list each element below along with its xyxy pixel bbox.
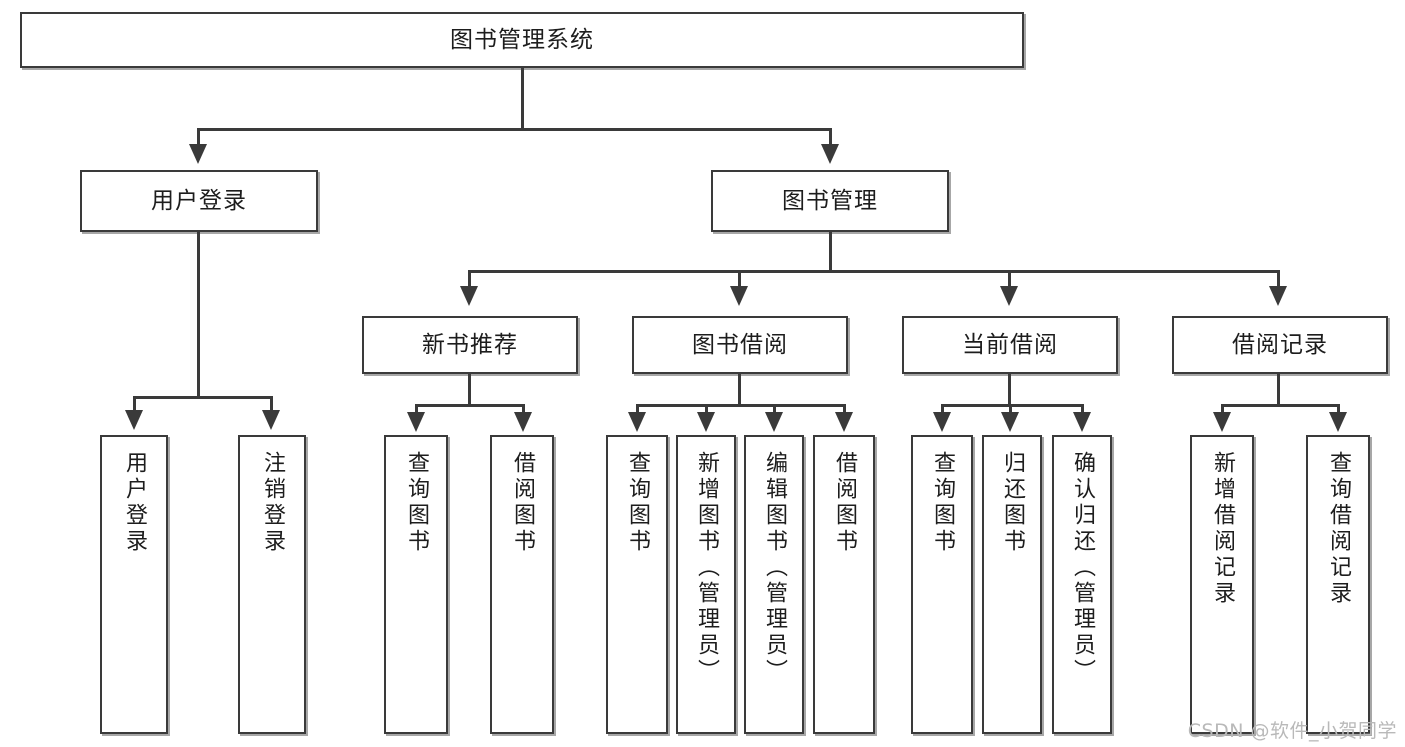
- node-current-borrow-label: 当前借阅: [962, 331, 1058, 358]
- node-leaf-query-book-3-label: 查询图书: [930, 451, 955, 555]
- node-root-label: 图书管理系统: [450, 26, 594, 53]
- connector-root-bar: [197, 128, 832, 131]
- connector-bb-drop-4: [843, 404, 846, 414]
- node-leaf-confirm-return-label: 确认归还（管理员）: [1070, 451, 1095, 685]
- node-leaf-user-login-label: 用户登录: [122, 451, 147, 555]
- connector-user-login-drop-1: [133, 396, 136, 412]
- arrowhead-book-borrow: [730, 286, 748, 306]
- arrowhead-borrow-record: [1269, 286, 1287, 306]
- arrowhead-new-book-recommend: [460, 286, 478, 306]
- node-leaf-query-book-3[interactable]: 查询图书: [911, 435, 973, 734]
- node-user-login[interactable]: 用户登录: [80, 170, 318, 232]
- node-leaf-user-login[interactable]: 用户登录: [100, 435, 168, 734]
- arrowhead-leaf-add-book: [697, 412, 715, 432]
- connector-bm-drop-3: [1008, 270, 1011, 288]
- connector-bb-stem: [738, 374, 741, 406]
- node-book-borrow[interactable]: 图书借阅: [632, 316, 848, 374]
- connector-bb-bar: [636, 404, 846, 407]
- node-leaf-query-record-label: 查询借阅记录: [1326, 451, 1351, 607]
- node-leaf-add-book[interactable]: 新增图书（管理员）: [676, 435, 736, 734]
- connector-book-management-bar: [468, 270, 1280, 273]
- node-leaf-confirm-return[interactable]: 确认归还（管理员）: [1052, 435, 1112, 734]
- connector-nbr-drop-1: [415, 404, 418, 414]
- connector-cb-drop-1: [941, 404, 944, 414]
- node-leaf-query-book-1-label: 查询图书: [404, 451, 429, 555]
- arrowhead-leaf-query-book-1: [407, 412, 425, 432]
- node-leaf-edit-book-label: 编辑图书（管理员）: [762, 451, 787, 685]
- node-leaf-add-record-label: 新增借阅记录: [1210, 451, 1235, 607]
- node-book-borrow-label: 图书借阅: [692, 331, 788, 358]
- node-leaf-logout-login-label: 注销登录: [260, 451, 285, 555]
- arrowhead-leaf-query-book-3: [933, 412, 951, 432]
- node-new-book-recommend-label: 新书推荐: [422, 331, 518, 358]
- connector-bb-drop-3: [773, 404, 776, 414]
- connector-bm-drop-2: [738, 270, 741, 288]
- connector-user-login-bar: [133, 396, 273, 399]
- connector-cb-bar: [941, 404, 1084, 407]
- arrowhead-leaf-borrow-book-2: [835, 412, 853, 432]
- connector-bb-drop-1: [636, 404, 639, 414]
- arrowhead-leaf-logout-login: [262, 410, 280, 430]
- node-leaf-edit-book[interactable]: 编辑图书（管理员）: [744, 435, 804, 734]
- node-borrow-record-label: 借阅记录: [1232, 331, 1328, 358]
- node-root[interactable]: 图书管理系统: [20, 12, 1024, 68]
- connector-user-login-drop-2: [270, 396, 273, 412]
- connector-nbr-stem: [468, 374, 471, 406]
- arrowhead-leaf-confirm-return: [1073, 412, 1091, 432]
- connector-user-login-stem: [197, 232, 200, 398]
- node-leaf-logout-login[interactable]: 注销登录: [238, 435, 306, 734]
- arrowhead-leaf-user-login: [125, 410, 143, 430]
- connector-root-to-user-login: [197, 128, 200, 146]
- node-book-management-label: 图书管理: [782, 187, 878, 214]
- node-leaf-query-book-2[interactable]: 查询图书: [606, 435, 668, 734]
- connector-root-stem: [521, 68, 524, 130]
- node-leaf-return-book[interactable]: 归还图书: [982, 435, 1042, 734]
- node-new-book-recommend[interactable]: 新书推荐: [362, 316, 578, 374]
- node-leaf-borrow-book-1[interactable]: 借阅图书: [490, 435, 554, 734]
- node-leaf-borrow-book-2[interactable]: 借阅图书: [813, 435, 875, 734]
- connector-br-drop-1: [1221, 404, 1224, 414]
- node-leaf-add-book-label: 新增图书（管理员）: [694, 451, 719, 685]
- node-leaf-borrow-book-2-label: 借阅图书: [832, 451, 857, 555]
- connector-br-stem: [1277, 374, 1280, 406]
- connector-cb-stem: [1008, 374, 1011, 406]
- connector-bb-drop-2: [705, 404, 708, 414]
- node-leaf-return-book-label: 归还图书: [1000, 451, 1025, 555]
- node-leaf-add-record[interactable]: 新增借阅记录: [1190, 435, 1254, 734]
- connector-br-bar: [1221, 404, 1340, 407]
- arrowhead-leaf-add-record: [1213, 412, 1231, 432]
- arrowhead-leaf-query-book-2: [628, 412, 646, 432]
- node-borrow-record[interactable]: 借阅记录: [1172, 316, 1388, 374]
- csdn-watermark: CSDN @软件_小贺同学: [1187, 720, 1397, 742]
- connector-cb-drop-3: [1081, 404, 1084, 414]
- connector-root-to-book-management: [829, 128, 832, 146]
- node-current-borrow[interactable]: 当前借阅: [902, 316, 1118, 374]
- connector-bm-drop-1: [468, 270, 471, 288]
- arrowhead-user-login: [189, 144, 207, 164]
- node-leaf-borrow-book-1-label: 借阅图书: [510, 451, 535, 555]
- connector-br-drop-2: [1337, 404, 1340, 414]
- connector-bm-drop-4: [1277, 270, 1280, 288]
- connector-cb-drop-2: [1009, 404, 1012, 414]
- node-leaf-query-book-2-label: 查询图书: [625, 451, 650, 555]
- arrowhead-leaf-query-record: [1329, 412, 1347, 432]
- connector-book-management-stem: [829, 232, 832, 272]
- arrowhead-book-management: [821, 144, 839, 164]
- node-leaf-query-record[interactable]: 查询借阅记录: [1306, 435, 1370, 734]
- connector-nbr-bar: [415, 404, 525, 407]
- arrowhead-leaf-borrow-book-1: [514, 412, 532, 432]
- arrowhead-leaf-return-book: [1001, 412, 1019, 432]
- arrowhead-current-borrow: [1000, 286, 1018, 306]
- node-leaf-query-book-1[interactable]: 查询图书: [384, 435, 448, 734]
- node-user-login-label: 用户登录: [151, 187, 247, 214]
- connector-nbr-drop-2: [522, 404, 525, 414]
- node-book-management[interactable]: 图书管理: [711, 170, 949, 232]
- arrowhead-leaf-edit-book: [765, 412, 783, 432]
